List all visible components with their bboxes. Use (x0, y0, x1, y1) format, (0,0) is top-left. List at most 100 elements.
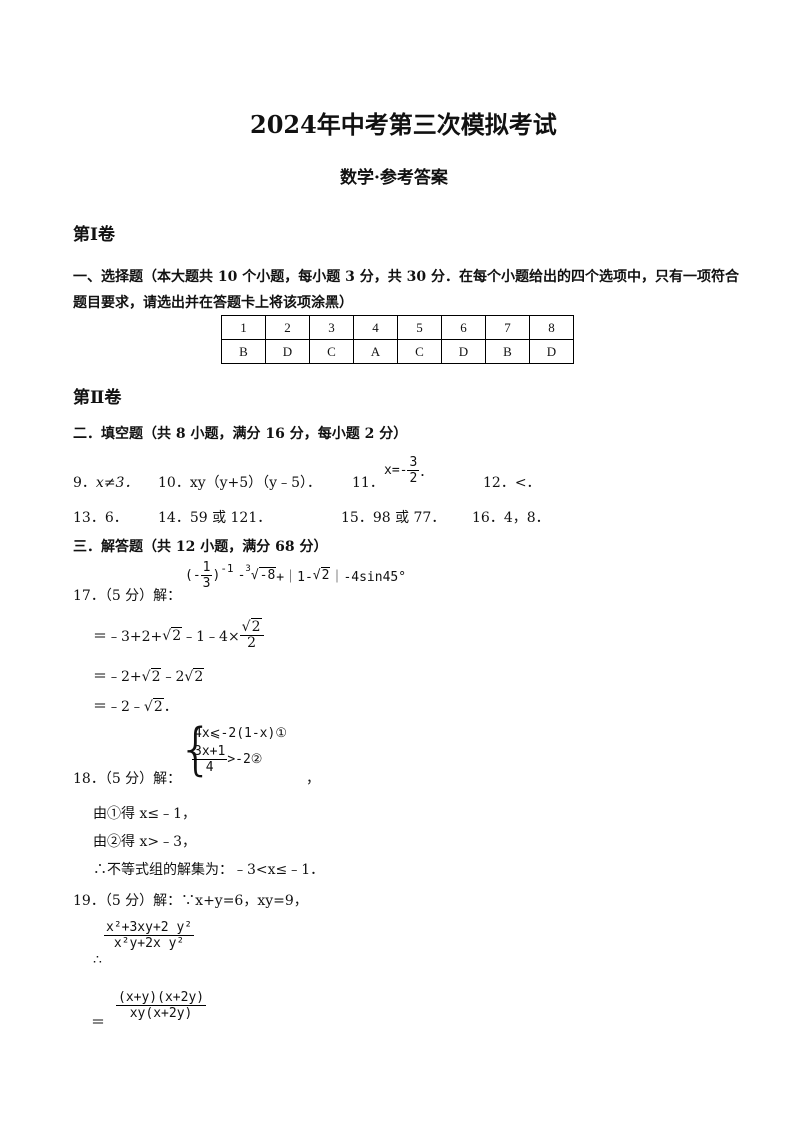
table-cell: B (221, 339, 266, 364)
table-cell: 8 (529, 315, 574, 340)
q17-step1-fraction-numerator: √2 (239, 618, 264, 636)
q17-step3-radicand: 2 (152, 698, 164, 715)
choice-section-line-1: 一、选择题（本大题共 10 个小题，每小题 3 分，共 30 分．在每个小题给出… (73, 269, 739, 285)
q19-fraction-2: (x+y)(x+2y) xy(x+2y) (116, 990, 207, 1021)
q9-answer: 9．x≠3． (73, 472, 138, 492)
q17-paren-close: ) (212, 568, 221, 583)
answer-table-answer-row: B D C A C D B D (221, 339, 574, 364)
q10-answer: 10．xy（y+5）（y﹣5）． (158, 472, 321, 492)
table-cell: D (529, 339, 574, 364)
table-cell: D (441, 339, 486, 364)
radical-icon: √ (312, 568, 321, 583)
table-cell: 6 (441, 315, 486, 340)
answer-table-number-row: 1 2 3 4 5 6 7 8 (221, 315, 574, 340)
q18-line-2: 由②得 x>﹣3， (93, 834, 196, 850)
q17-step3-a: ＝﹣2﹣ (93, 699, 144, 715)
q17-fraction-numerator: 1 (200, 560, 213, 576)
table-cell: D (265, 339, 310, 364)
q19-fraction-1-body: x²+3xy+2 y² x²y+2x y² (104, 920, 195, 951)
q17-step1-num-radicand: 2 (250, 618, 262, 635)
radical-icon: √ (184, 669, 194, 685)
q18-fraction-denominator: 4 (205, 760, 214, 775)
q19-fraction-2-denominator: xy(x+2y) (129, 1006, 193, 1021)
q17-rest-radicand: 2 (320, 567, 331, 583)
q19-fraction-1-denominator: x²y+2x y² (113, 936, 185, 951)
q18-label: 18．（5 分）解： (73, 771, 182, 787)
table-cell: 1 (221, 315, 266, 340)
volume-1-heading: 第Ⅰ卷 (73, 225, 115, 245)
volume-2-heading: 第Ⅱ卷 (73, 388, 122, 408)
q17-label: 17．（5 分）解： (73, 588, 182, 604)
table-cell: 3 (309, 315, 354, 340)
q17-step-2: ＝﹣2+√2﹣2√2 (93, 666, 205, 686)
table-cell: 4 (353, 315, 398, 340)
table-cell: C (397, 339, 442, 364)
q17-expression: (- 1 3 ) -1 - 3 √ -8 +｜1- √ 2 ｜-4sin45° (185, 560, 407, 591)
fill-section-heading: 二．填空题（共 8 小题，满分 16 分，每小题 2 分） (73, 426, 408, 442)
q19-label: 19．（5 分）解：∵x+y=6，xy=9， (73, 893, 308, 909)
q17-fraction: 1 3 (200, 560, 213, 591)
q19-fraction-2-numerator: (x+y)(x+2y) (116, 990, 207, 1006)
q11-prefix: x=- (384, 463, 408, 478)
q16-answer: 16．4，8． (472, 510, 550, 526)
q17-step2-radicand-1: 2 (150, 668, 162, 685)
q17-rest-3: ｜-4sin45° (330, 570, 407, 585)
table-cell: C (309, 339, 354, 364)
solve-section-heading: 三．解答题（共 12 小题，满分 68 分） (73, 539, 328, 555)
q17-step2-radicand-2: 2 (193, 668, 205, 685)
q18-line-1: 由①得 x≤﹣1， (93, 806, 196, 822)
q18-fraction: 3x+1 4 (192, 744, 228, 775)
q19-fraction-1-numerator: x²+3xy+2 y² (104, 920, 195, 936)
q17-root-radicand: -8 (258, 567, 277, 583)
q17-root-index: 3 (245, 564, 251, 574)
q17-step-1: ＝﹣3+2+ √2 ﹣1﹣4× √2 2 (93, 618, 264, 651)
q9-number: 9． (73, 475, 96, 491)
radical-icon: √ (241, 619, 251, 635)
q19-equals: ＝ (91, 1015, 105, 1031)
q17-rest-1: +｜1- (276, 570, 313, 585)
radical-icon: √ (162, 627, 172, 644)
q17-step1-fraction: √2 2 (239, 618, 264, 651)
q11-fraction-numerator: 3 (407, 455, 420, 471)
q18-comma: ， (306, 771, 320, 787)
table-cell: 7 (485, 315, 530, 340)
q17-step1-fraction-denominator: 2 (247, 635, 257, 651)
q18-inequality-1: 4x⩽-2(1-x)① (194, 726, 287, 741)
q17-step2-a: ＝﹣2+ (93, 669, 142, 685)
q17-step1-radicand: 2 (171, 626, 183, 644)
q12-answer: 12．<． (483, 475, 541, 491)
q13-answer: 13．6． (73, 510, 128, 526)
radical-icon: √ (250, 568, 259, 583)
q11-fraction: 3 2 (407, 455, 420, 486)
page-title: 2024年中考第三次模拟考试 (250, 110, 557, 139)
choice-section-line-2: 题目要求，请选出并在答题卡上将该项涂黑） (73, 295, 353, 311)
radical-icon: √ (141, 669, 151, 685)
q18-inequality-2-rest: >-2② (227, 752, 263, 767)
q17-paren-open: (- (185, 568, 201, 583)
answer-table: 1 2 3 4 5 6 7 8 B D C A C D B D (221, 315, 574, 364)
q17-exponent: -1 (220, 562, 234, 575)
table-cell: 2 (265, 315, 310, 340)
q14-answer: 14．59 或 121． (158, 510, 272, 526)
q9-value: x≠3． (95, 475, 139, 491)
q10-value: xy（y+5）（y﹣5）． (189, 475, 321, 491)
q19-therefore: ∴ (93, 952, 102, 968)
q17-step1-b: ﹣1﹣4× (182, 628, 240, 645)
page-subtitle: 数学·参考答案 (340, 168, 448, 188)
q18-line-3: ∴不等式组的解集为：﹣3<x≤﹣1． (93, 862, 325, 878)
q19-fraction-2-body: (x+y)(x+2y) xy(x+2y) (116, 990, 207, 1021)
q11-suffix: ． (419, 465, 433, 480)
q17-step3-b: ． (163, 699, 178, 715)
table-cell: B (485, 339, 530, 364)
q18-inequality-2: 3x+1 4 >-2② (192, 744, 262, 775)
q15-answer: 15．98 或 77． (341, 510, 446, 526)
q11-answer: x=- 3 2 ． (384, 455, 432, 486)
q17-step-3: ＝﹣2﹣√2． (93, 696, 178, 716)
q19-fraction-1: x²+3xy+2 y² x²y+2x y² (104, 920, 195, 951)
left-brace-icon: { (178, 717, 214, 782)
radical-icon: √ (143, 699, 153, 715)
q18-fraction-numerator: 3x+1 (192, 744, 228, 760)
table-cell: 5 (397, 315, 442, 340)
table-cell: A (353, 339, 398, 364)
q11-fraction-denominator: 2 (409, 471, 418, 486)
